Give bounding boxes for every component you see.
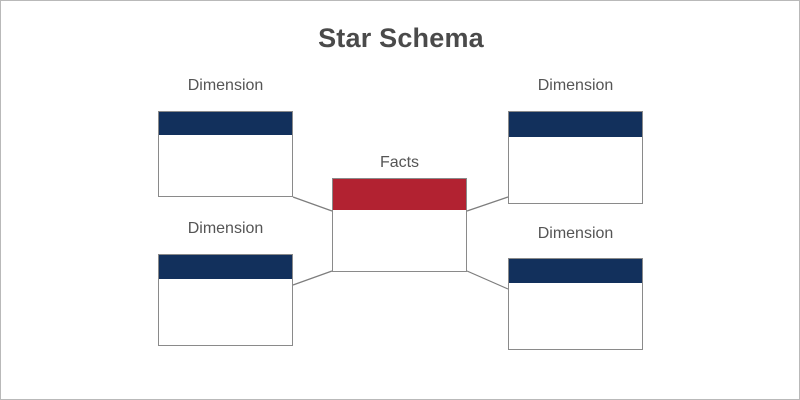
dimension-bottom-left-body	[159, 279, 292, 345]
fact-table-body	[333, 210, 466, 271]
dimension-bottom-left-label: Dimension	[187, 220, 264, 237]
dimension-top-right-box[interactable]	[508, 111, 643, 204]
dimension-bottom-right-header	[509, 259, 642, 283]
dimension-top-right-header	[509, 112, 642, 137]
dimension-top-left-box[interactable]	[158, 111, 293, 197]
dimension-bottom-right-body	[509, 283, 642, 349]
link-fact-dimension-top-right	[466, 196, 509, 212]
dimension-top-right-body	[509, 137, 642, 203]
dimension-top-left-header	[159, 112, 292, 135]
link-fact-dimension-bottom-right	[466, 270, 509, 290]
dimension-top-left-body	[159, 135, 292, 196]
dimension-top-right-label: Dimension	[537, 77, 614, 94]
dimension-top-left-label: Dimension	[187, 77, 264, 94]
link-fact-dimension-top-left	[292, 196, 333, 212]
dimension-bottom-left-header	[159, 255, 292, 279]
link-fact-dimension-bottom-left	[292, 270, 333, 286]
fact-table-box[interactable]	[332, 178, 467, 272]
page-title: Star Schema	[318, 23, 484, 53]
fact-table-header	[333, 179, 466, 210]
fact-table-label: Facts	[379, 154, 420, 171]
dimension-bottom-right-box[interactable]	[508, 258, 643, 350]
dimension-bottom-left-box[interactable]	[158, 254, 293, 346]
dimension-bottom-right-label: Dimension	[537, 225, 614, 242]
